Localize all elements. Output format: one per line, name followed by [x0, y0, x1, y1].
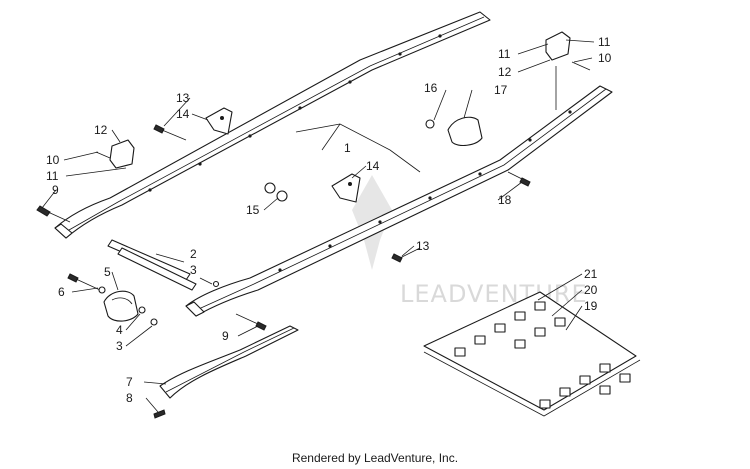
callout-14-lower: 14 [366, 159, 380, 173]
render-credit: Rendered by LeadVenture, Inc. [291, 451, 459, 465]
callout-2: 2 [190, 247, 197, 261]
idler-wheel-front [103, 290, 139, 322]
callout-5: 5 [104, 265, 111, 279]
watermark-text: LEADVENTURE [400, 280, 588, 308]
callout-17: 17 [494, 83, 508, 97]
callout-7: 7 [126, 375, 133, 389]
callout-3-lower: 3 [116, 339, 123, 353]
callout-9-upper: 9 [52, 183, 59, 197]
right-rail-holes [278, 110, 572, 272]
callout-18: 18 [498, 193, 512, 207]
callout-11-left: 11 [46, 169, 59, 183]
stop-block-right [545, 31, 571, 61]
wear-strip-screw [153, 409, 166, 419]
cross-shafts [107, 239, 197, 291]
callout-13-lower: 13 [416, 239, 430, 253]
callout-16: 16 [424, 81, 438, 95]
callout-12-right: 12 [498, 65, 512, 79]
mounting-bracket-lower [331, 173, 361, 203]
callout-19: 19 [584, 299, 598, 313]
callout-8: 8 [126, 391, 133, 405]
callout-15: 15 [246, 203, 260, 217]
callout-21: 21 [584, 267, 598, 281]
stop-block-left [109, 139, 135, 169]
callout-12-left: 12 [94, 123, 108, 137]
mounting-bracket-upper [205, 107, 233, 135]
drive-track [423, 291, 641, 417]
left-slide-rail [54, 11, 491, 239]
callout-14-upper: 14 [176, 107, 190, 121]
callout-11-far-right: 11 [598, 35, 611, 49]
callout-20: 20 [584, 283, 598, 297]
callout-3-upper: 3 [190, 263, 197, 277]
callout-1: 1 [344, 141, 351, 155]
callout-labels: 1 2 3 3 4 5 6 7 8 9 9 10 10 11 11 11 12 … [46, 35, 612, 405]
idler-wheel-rear [447, 116, 483, 147]
wear-strip [159, 325, 299, 399]
track-clips [454, 301, 631, 409]
exploded-parts-diagram: LEADVENTURE [36, 11, 641, 419]
left-rail-holes [148, 34, 442, 192]
right-slide-rail [185, 85, 613, 317]
watermark-logo: LEADVENTURE [352, 175, 588, 308]
callout-4: 4 [116, 323, 123, 337]
callout-11-right: 11 [498, 47, 511, 61]
leader-lines [41, 39, 595, 413]
callout-10-left: 10 [46, 153, 60, 167]
callout-9-lower: 9 [222, 329, 229, 343]
callout-10-right: 10 [598, 51, 612, 65]
callout-6: 6 [58, 285, 65, 299]
callout-13-upper: 13 [176, 91, 190, 105]
